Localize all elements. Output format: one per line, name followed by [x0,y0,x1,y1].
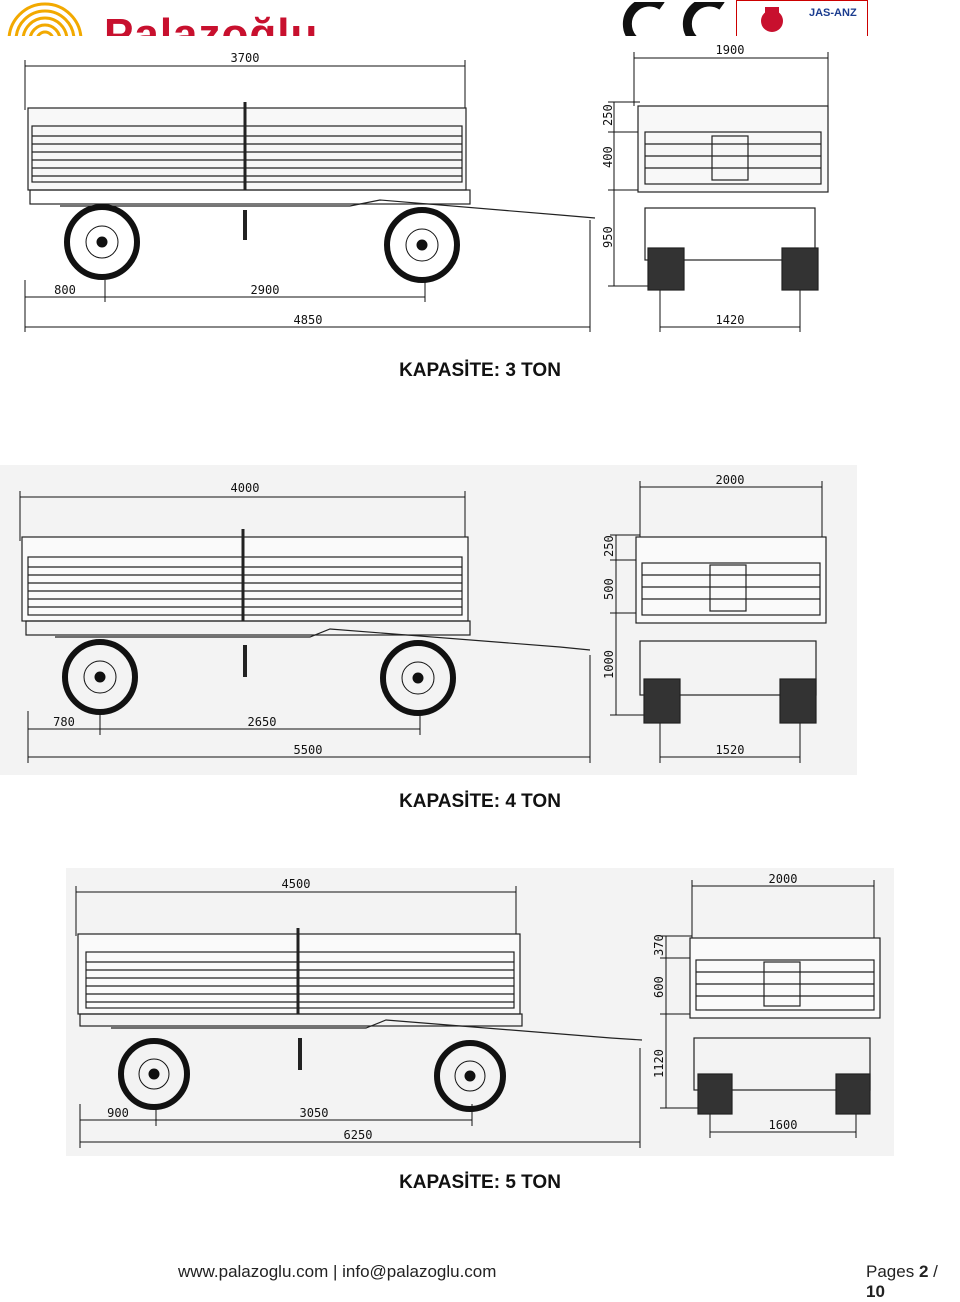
dim-width: 1900 [716,43,745,57]
wheel-icon [62,639,138,715]
dim-frame-height: 1000 [602,650,616,679]
dim-total-length: 6250 [344,1128,373,1142]
dim-wheelbase: 2900 [251,283,280,297]
trailer-drawing-3-ton: 3700 800 2900 4850 1900 2 [0,40,960,335]
dim-front-overhang: 780 [53,715,75,729]
wheel-icon [434,1040,506,1112]
dim-side-lower: 500 [602,578,616,600]
dim-side-upper: 250 [601,104,615,126]
company-logo-icon [7,2,83,36]
dim-front-overhang: 800 [54,283,76,297]
email-link[interactable]: info@palazoglu.com [342,1262,497,1281]
dim-side-lower: 600 [652,976,666,998]
dim-width: 2000 [716,473,745,487]
dim-track: 1600 [769,1118,798,1132]
dim-wheelbase: 3050 [300,1106,329,1120]
trailer-drawing-5-ton: 4500 900 3050 6250 2000 370 600 [66,868,894,1156]
ce-mark-icon [622,2,725,36]
pages-label: Pages [866,1262,915,1281]
website-link[interactable]: www.palazoglu.com [178,1262,329,1281]
dim-width: 2000 [769,872,798,886]
footer-separator: | [332,1262,338,1281]
dim-side-lower: 400 [601,146,615,168]
dim-wheelbase: 2650 [248,715,277,729]
dim-body-length: 4500 [282,877,311,891]
wheel-icon [380,640,456,716]
wheel-icon [118,1038,190,1110]
dim-track: 1420 [716,313,745,327]
trailer-drawing-4-ton: 4000 780 2650 5500 2000 250 500 [0,465,857,775]
crown-emblem-icon [761,7,783,32]
page-current: 2 [918,1262,929,1281]
page-separator: / [933,1262,938,1281]
capacity-caption-5-ton: KAPASİTE: 5 TON [399,1172,561,1193]
dim-total-length: 5500 [294,743,323,757]
cert-label: JAS-ANZ [809,7,857,19]
header: Palazoğlu JAS-ANZ [0,0,960,36]
brand-name: Palazoğlu [104,10,319,36]
capacity-caption-4-ton: KAPASİTE: 4 TON [399,791,561,812]
dim-front-overhang: 900 [107,1106,129,1120]
dim-body-length: 4000 [231,481,260,495]
dim-track: 1520 [716,743,745,757]
dim-side-upper: 370 [652,934,666,956]
capacity-caption-3-ton: KAPASİTE: 3 TON [399,360,561,381]
certification-badge: JAS-ANZ [736,0,868,36]
dim-frame-height: 950 [601,226,615,248]
wheel-icon [384,207,460,283]
dim-total-length: 4850 [294,313,323,327]
page-indicator: Pages 2 / 10 [866,1262,960,1302]
dim-body-length: 3700 [231,51,260,65]
dim-side-upper: 250 [602,535,616,557]
wheel-icon [64,204,140,280]
dim-frame-height: 1120 [652,1049,666,1078]
footer-contact: www.palazoglu.com | info@palazoglu.com [178,1262,496,1282]
